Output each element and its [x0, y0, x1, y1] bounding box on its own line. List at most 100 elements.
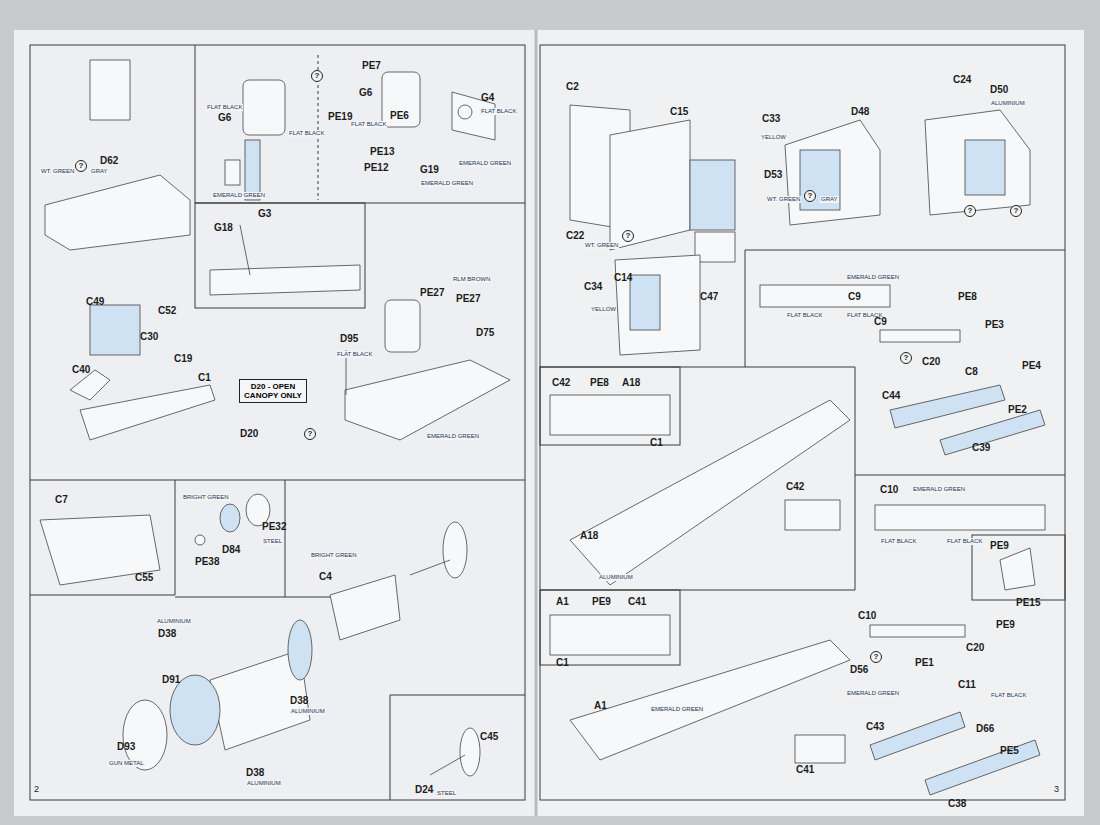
part-number: D62 — [100, 155, 118, 166]
panel-drawing — [610, 120, 690, 250]
part-number: C9 — [848, 291, 861, 302]
paint-callout: WT. GREEN — [40, 168, 75, 175]
frame-drawing — [90, 60, 130, 120]
question-mark: ? — [311, 70, 323, 82]
part-number: PE32 — [262, 521, 286, 532]
part-number: PE27 — [420, 287, 444, 298]
part-number: C43 — [866, 721, 884, 732]
part-number: PE2 — [1008, 404, 1027, 415]
part-number: C1 — [556, 657, 569, 668]
paint-callout: GRAY — [90, 168, 109, 175]
part-number: C30 — [140, 331, 158, 342]
part-number: C38 — [948, 798, 966, 809]
fan-drawing — [288, 620, 312, 680]
part-number: D95 — [340, 333, 358, 344]
panel-divider — [30, 595, 175, 596]
part-number: PE9 — [592, 596, 611, 607]
sidewall-drawing — [940, 410, 1045, 455]
strip-drawing — [880, 330, 960, 342]
paint-callout: EMERALD GREEN — [420, 180, 474, 187]
strip-drawing — [870, 625, 965, 637]
floor-drawing — [345, 360, 510, 440]
part-number: PE38 — [195, 556, 219, 567]
part-number: D24 — [415, 784, 433, 795]
part-number: PE9 — [996, 619, 1015, 630]
ring-drawing — [195, 535, 205, 545]
part-number: G19 — [420, 164, 439, 175]
part-number: C42 — [786, 481, 804, 492]
part-number: C45 — [480, 731, 498, 742]
paint-callout: ALUMINIUM — [246, 780, 282, 787]
inset-frame — [540, 590, 680, 665]
part-number: G3 — [258, 208, 271, 219]
question-mark: ? — [900, 352, 912, 364]
part-number: PE3 — [985, 319, 1004, 330]
ring-drawing — [170, 675, 220, 745]
inset-frame — [195, 203, 365, 308]
sidewall-drawing — [785, 500, 840, 530]
page-frame — [30, 45, 525, 800]
disc-drawing — [460, 728, 480, 776]
panel-divider — [390, 695, 391, 800]
part-number: D84 — [222, 544, 240, 555]
note-text: D20 - OPEN CANOPY ONLY — [244, 382, 302, 400]
paint-callout: FLAT BLACK — [206, 104, 243, 111]
inset-frame — [540, 367, 680, 445]
cockpit-tub-drawing — [45, 175, 190, 250]
paint-callout: EMERALD GREEN — [650, 706, 704, 713]
question-mark: ? — [304, 428, 316, 440]
part-number: C10 — [880, 484, 898, 495]
panel-drawing — [875, 505, 1045, 530]
part-number: C41 — [796, 764, 814, 775]
page-number: 3 — [1054, 785, 1059, 795]
question-mark: ? — [75, 160, 87, 172]
panel-divider — [30, 480, 525, 481]
panel-part-drawing — [225, 160, 240, 185]
sidewall-drawing — [925, 740, 1040, 795]
shaft-drawing — [430, 755, 465, 775]
part-number: C40 — [72, 364, 90, 375]
paint-callout: FLAT BLACK — [336, 351, 373, 358]
part-number: D56 — [850, 664, 868, 675]
part-number: A1 — [594, 700, 607, 711]
part-number: D38 — [158, 628, 176, 639]
question-mark: ? — [1010, 205, 1022, 217]
paint-callout: FLAT BLACK — [880, 538, 917, 545]
part-number: PE9 — [990, 540, 1009, 551]
part-number: C15 — [670, 106, 688, 117]
panel-divider — [390, 695, 525, 696]
part-number: C22 — [566, 230, 584, 241]
panel-part-drawing — [245, 140, 260, 200]
part-number: C7 — [55, 494, 68, 505]
panel-part-drawing — [452, 92, 495, 140]
page-fold — [535, 30, 538, 816]
part-number: C20 — [966, 642, 984, 653]
panel-divider — [745, 250, 1065, 251]
part-number: D50 — [990, 84, 1008, 95]
part-number: C49 — [86, 296, 104, 307]
left-page — [14, 30, 536, 816]
sidewall-drawing — [890, 385, 1005, 428]
part-number: PE8 — [590, 377, 609, 388]
part-number: PE7 — [362, 60, 381, 71]
panel-divider — [745, 250, 746, 367]
part-number: C47 — [700, 291, 718, 302]
part-number: D75 — [476, 327, 494, 338]
housing-drawing — [615, 255, 700, 355]
part-number: C39 — [972, 442, 990, 453]
paint-callout: YELLOW — [760, 134, 787, 141]
part-number: PE15 — [1016, 597, 1040, 608]
paint-callout: FLAT BLACK — [480, 108, 517, 115]
paint-callout: ALUMINIUM — [990, 100, 1026, 107]
part-number: PE8 — [958, 291, 977, 302]
radiator-drawing — [965, 140, 1005, 195]
paint-callout: STEEL — [436, 790, 457, 797]
page-frame — [540, 45, 1065, 800]
panel-divider — [175, 480, 176, 595]
part-number: G4 — [481, 92, 494, 103]
part-number: C42 — [552, 377, 570, 388]
question-mark: ? — [870, 651, 882, 663]
part-number: C34 — [584, 281, 602, 292]
part-number: C41 — [628, 596, 646, 607]
part-number: C33 — [762, 113, 780, 124]
